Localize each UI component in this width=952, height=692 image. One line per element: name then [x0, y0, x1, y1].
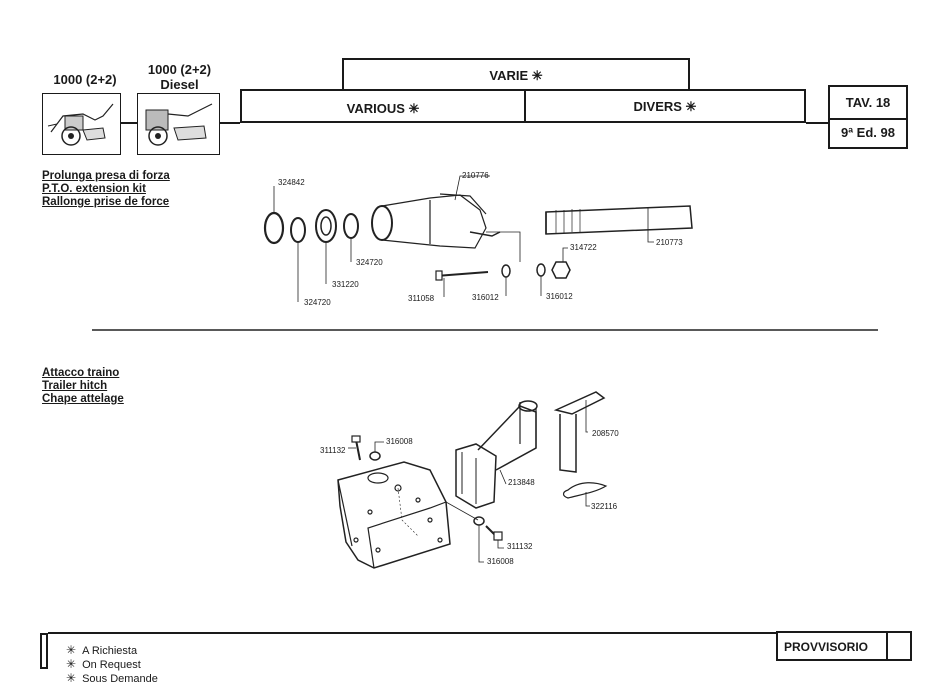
part-number: 324720: [304, 298, 331, 307]
part-number: 311132: [320, 446, 346, 455]
asterisk-icon: ✳: [66, 643, 77, 657]
table-box-divider: [830, 118, 906, 120]
asterisk-icon: ✳: [66, 671, 77, 685]
part-number: 316008: [487, 557, 514, 566]
legend-fr-text: Sous Demande: [82, 673, 158, 685]
hitch-title-en: Trailer hitch: [42, 380, 108, 392]
tiller-diesel-drawing: [145, 103, 213, 146]
header-varie: VARIE ✳: [489, 68, 543, 83]
model-label-line2: Diesel: [160, 77, 199, 92]
hitch-title-fr: Chape attelage: [42, 393, 124, 405]
part-number: 331220: [332, 280, 359, 289]
legend-en-text: On Request: [82, 659, 141, 671]
status-box-divider: [886, 633, 888, 659]
header-rule-right: [806, 122, 828, 124]
header-various: VARIOUS ✳: [346, 101, 420, 116]
model-label-1000-diesel: 1000 (2+2) Diesel: [132, 62, 227, 92]
status-box: PROVVISORIO: [776, 631, 912, 661]
pto-title-fr: Rallonge prise de force: [42, 196, 170, 208]
connector-line: [121, 122, 137, 124]
legend-fr: ✳ Sous Demande: [66, 671, 158, 685]
header-divers: DIVERS ✳: [633, 99, 697, 114]
part-number: 208570: [592, 429, 619, 438]
asterisk-icon: ✳: [66, 657, 77, 671]
part-number: 316012: [472, 293, 499, 302]
legend-it-text: A Richiesta: [82, 645, 138, 657]
part-number: 311132: [507, 542, 533, 551]
tiller-drawing: [47, 103, 114, 146]
part-number: 311058: [408, 294, 435, 303]
footer-rule: [48, 632, 776, 634]
pto-title-it: Prolunga presa di forza: [42, 170, 170, 182]
model-label-line1: 1000 (2+2): [147, 62, 212, 77]
model-label-1000: 1000 (2+2): [53, 72, 117, 87]
table-number-box: TAV. 18 9ª Ed. 98: [828, 85, 908, 149]
part-number: 324842: [278, 178, 305, 187]
legend-bracket: [40, 633, 48, 669]
part-number: 213848: [508, 478, 535, 487]
part-number: 314722: [570, 243, 597, 252]
part-number: 316008: [386, 437, 413, 446]
edition-label: 9ª Ed. 98: [841, 125, 895, 140]
part-number: 322116: [591, 502, 618, 511]
header-rule-left: [220, 122, 240, 124]
tiller-thumbnail-2: [137, 93, 220, 155]
tiller-thumbnail-1: [42, 93, 121, 155]
pto-title-en: P.T.O. extension kit: [42, 183, 146, 195]
status-label: PROVVISORIO: [784, 640, 869, 654]
part-number: 316012: [546, 292, 573, 301]
table-number: TAV. 18: [845, 95, 891, 110]
part-number: 210773: [656, 238, 683, 247]
legend-en: ✳ On Request: [66, 657, 141, 671]
header-divers-box: DIVERS ✳: [524, 89, 806, 123]
part-number: 210776: [462, 171, 489, 180]
part-number: 324720: [356, 258, 383, 267]
hitch-title-it: Attacco traino: [42, 367, 120, 379]
legend-it: ✳ A Richiesta: [66, 643, 137, 657]
